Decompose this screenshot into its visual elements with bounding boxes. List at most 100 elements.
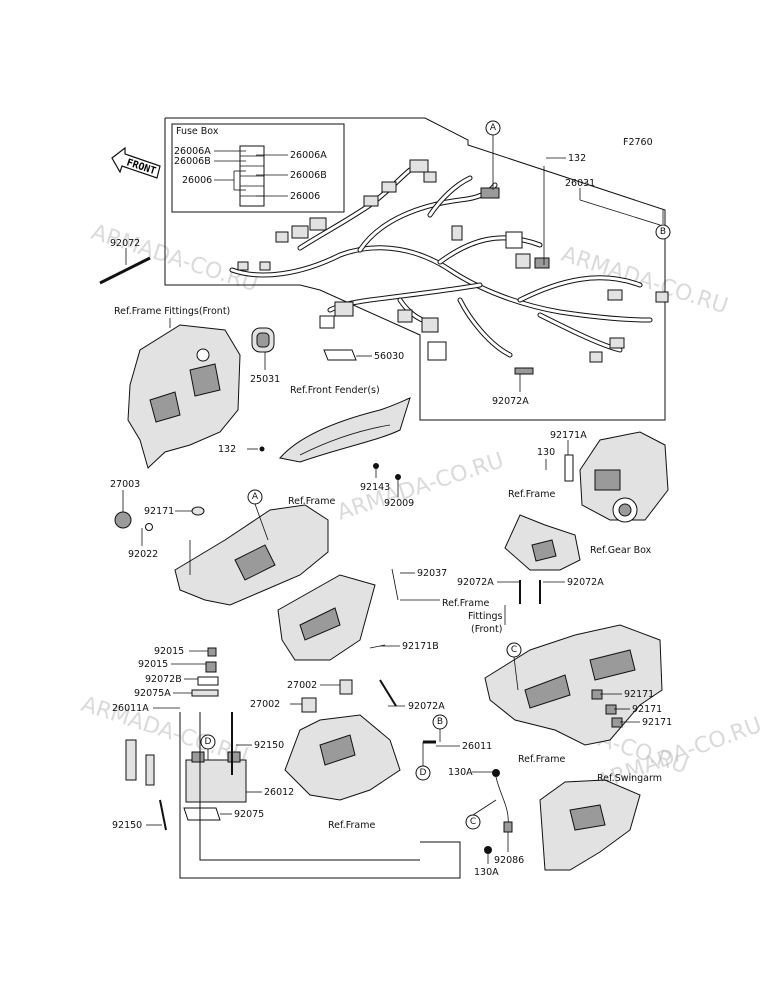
part-label: 92171: [144, 506, 174, 517]
part-label: 132: [568, 153, 586, 164]
part-label: 92150: [112, 820, 142, 831]
part-label: 92086: [494, 855, 524, 866]
part-label: 56030: [374, 351, 404, 362]
part-label: 92009: [384, 498, 414, 509]
svg-text:C: C: [511, 645, 517, 655]
reference-labels: Ref.Frame Fittings(Front) Ref.Front Fend…: [114, 306, 662, 831]
ref-label: (Front): [471, 624, 502, 635]
ref-label: Ref.Frame: [518, 754, 565, 765]
part-label: 130: [537, 447, 555, 458]
callout-d-battery: D: [200, 734, 216, 760]
left-frame-drawing: [174, 504, 329, 606]
front-fender-drawing: [279, 397, 411, 463]
part-label: 92072A: [567, 577, 604, 588]
harness-group-outline: [164, 117, 666, 421]
part-label: 130A: [448, 767, 473, 778]
fuse-right-label: 26006B: [290, 170, 327, 181]
callout-b-top: B: [655, 210, 671, 240]
svg-text:D: D: [420, 768, 427, 778]
svg-text:D: D: [205, 737, 212, 747]
main-wiring-harness: [229, 159, 669, 375]
part-label: 92171: [642, 717, 672, 728]
part-labels: 132 26031 92072 25031 56030 92072A 132 9…: [110, 153, 672, 878]
fuse-box-drawing: [214, 145, 288, 207]
callout-a-top: A: [485, 120, 501, 190]
part-label: 92171A: [550, 430, 587, 441]
ref-label: Fittings: [468, 611, 503, 622]
ref-label: Ref.Front Fender(s): [290, 385, 380, 396]
screw-132: [259, 446, 265, 452]
bolt-92009: [395, 474, 401, 480]
callout-c-frame: C: [506, 642, 522, 691]
part-label: 130A: [474, 867, 499, 878]
part-label: 92072B: [145, 674, 182, 685]
part-label: 25031: [250, 374, 280, 385]
ref-label: Ref.Gear Box: [590, 545, 652, 556]
fuse-box-frame: [171, 123, 345, 213]
ref-label: Ref.Frame: [288, 496, 335, 507]
part-label: 92022: [128, 549, 158, 560]
battery-group-outline: [179, 712, 461, 879]
label-56030: [323, 349, 357, 361]
svg-text:A: A: [490, 123, 497, 133]
part-label: 92072A: [408, 701, 445, 712]
right-frame-middle-drawing: [484, 624, 663, 746]
part-label: 92015: [138, 659, 168, 670]
svg-text:B: B: [437, 717, 443, 727]
part-label: 92150: [254, 740, 284, 751]
callout-b-right: B: [432, 714, 448, 742]
ref-label: Ref.Frame Fittings(Front): [114, 306, 230, 317]
part-label: 26012: [264, 787, 294, 798]
gear-box-drawing: [564, 431, 669, 523]
washer-92022: [145, 523, 153, 531]
part-label: 92075A: [134, 688, 171, 699]
relay-25031: [251, 327, 275, 353]
part-label: 92075: [234, 809, 264, 820]
callout-d-right: D: [415, 742, 431, 781]
part-label: 92171B: [402, 641, 439, 652]
part-label: 92072A: [492, 396, 529, 407]
part-label: 27003: [110, 479, 140, 490]
figure-code: F2760: [623, 137, 653, 148]
frame-fittings-front-drawing: [127, 324, 241, 469]
center-plate-drawing: [277, 568, 399, 661]
callout-a-left: A: [247, 489, 269, 541]
part-label: 26031: [565, 178, 595, 189]
battery-area-drawing: [125, 647, 247, 831]
leader-lines: [122, 157, 661, 864]
right-frame-upper-drawing: [504, 514, 581, 571]
svg-text:B: B: [660, 227, 666, 237]
fuse-right-label: 26006: [290, 191, 320, 202]
part-label: 92037: [417, 568, 447, 579]
fuse-box-title: Fuse Box: [176, 126, 219, 137]
swingarm-drawing: [539, 779, 641, 871]
part-label: 132: [218, 444, 236, 455]
part-label: 92171: [632, 704, 662, 715]
part-label: 92072: [110, 238, 140, 249]
watermark: ARMADA-CO.RU: [88, 220, 261, 297]
part-label: 27002: [250, 699, 280, 710]
clamp-92171: [191, 506, 205, 516]
fuse-left-label: 26006B: [174, 156, 211, 167]
part-label: 92072A: [457, 577, 494, 588]
ref-label: Ref.Frame: [328, 820, 375, 831]
callout-c-sensor: C: [465, 799, 497, 830]
svg-text:C: C: [470, 817, 476, 827]
cable-tie-92072: [99, 256, 151, 285]
svg-text:A: A: [252, 492, 259, 502]
ref-label: Ref.Frame: [508, 489, 555, 500]
grommet-27003: [114, 511, 132, 529]
fuse-left-label: 26006A: [174, 146, 211, 157]
part-label: 92015: [154, 646, 184, 657]
fuse-left-label: 26006: [182, 175, 212, 186]
ref-label: Ref.Frame: [442, 598, 489, 609]
part-label: 27002: [287, 680, 317, 691]
battery-group-outline-inner: [199, 712, 420, 861]
ref-label: Ref.Swingarm: [597, 773, 662, 784]
front-arrow-icon: FRONT: [111, 146, 161, 179]
watermark: ARMADA-CO.RU: [78, 692, 251, 769]
fuse-right-label: 26006A: [290, 150, 327, 161]
part-label: 92143: [360, 482, 390, 493]
part-label: 26011A: [112, 703, 149, 714]
bottom-frame-drawing: [284, 679, 401, 801]
